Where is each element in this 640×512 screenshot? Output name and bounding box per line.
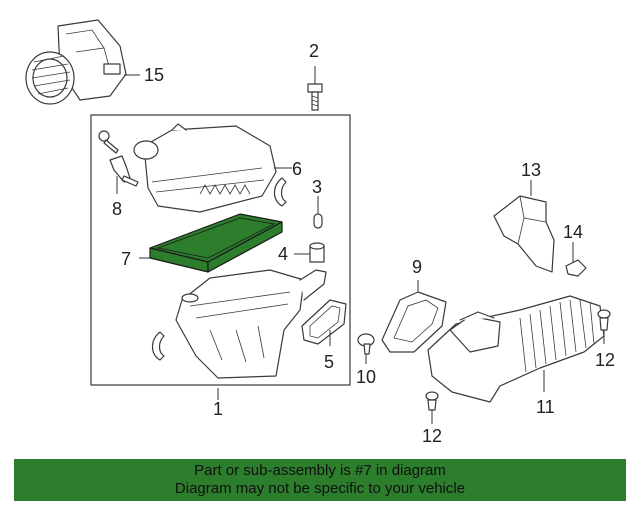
label-13: 13 bbox=[521, 160, 541, 180]
banner-line-disclaimer: Diagram may not be specific to your vehi… bbox=[174, 480, 466, 497]
label-5: 5 bbox=[324, 352, 334, 372]
label-1: 1 bbox=[213, 399, 223, 419]
leader-lines bbox=[116, 66, 605, 424]
label-3: 3 bbox=[312, 177, 322, 197]
part-clip-upper[interactable] bbox=[273, 177, 287, 207]
label-14: 14 bbox=[563, 222, 583, 242]
part-4-bushing[interactable] bbox=[309, 242, 325, 263]
part-12-screw-right[interactable] bbox=[597, 309, 611, 331]
label-8: 8 bbox=[112, 199, 122, 219]
part-3-grommet[interactable] bbox=[313, 213, 323, 229]
callout-labels: 15 2 6 8 3 4 7 5 1 9 10 13 14 12 11 12 bbox=[112, 41, 615, 446]
label-11: 11 bbox=[536, 397, 555, 417]
part-clip-lower[interactable] bbox=[151, 331, 165, 361]
part-9-resonator[interactable] bbox=[381, 291, 447, 353]
label-12-bottom: 12 bbox=[422, 426, 442, 446]
label-7: 7 bbox=[121, 249, 131, 269]
label-15: 15 bbox=[144, 65, 164, 85]
info-banner-bg bbox=[14, 459, 626, 501]
part-bolt-small[interactable] bbox=[98, 130, 119, 154]
part-13-bracket[interactable] bbox=[493, 195, 555, 273]
part-6-upper-case[interactable] bbox=[133, 123, 277, 213]
part-12-screw-bottom[interactable] bbox=[425, 391, 439, 411]
label-4: 4 bbox=[278, 244, 288, 264]
label-10: 10 bbox=[356, 367, 376, 387]
part-15-air-flow-meter[interactable] bbox=[25, 19, 127, 105]
label-6: 6 bbox=[292, 159, 302, 179]
info-banner: Part or sub-assembly is #7 in diagram Di… bbox=[14, 459, 626, 501]
assembly-frame bbox=[90, 114, 351, 386]
banner-line-part-number: Part or sub-assembly is #7 in diagram bbox=[194, 462, 446, 479]
label-12-right: 12 bbox=[595, 350, 615, 370]
part-2-bolt[interactable] bbox=[307, 83, 323, 111]
part-7-air-filter[interactable] bbox=[149, 213, 283, 273]
part-8-sensor[interactable] bbox=[109, 155, 139, 187]
part-1-lower-case[interactable] bbox=[175, 269, 327, 379]
label-9: 9 bbox=[412, 257, 422, 277]
part-11-intake-duct[interactable] bbox=[427, 295, 605, 403]
part-10-clip[interactable] bbox=[357, 333, 375, 355]
part-14-clip[interactable] bbox=[565, 259, 587, 277]
label-2: 2 bbox=[309, 41, 319, 61]
part-5-seal[interactable] bbox=[301, 299, 347, 345]
